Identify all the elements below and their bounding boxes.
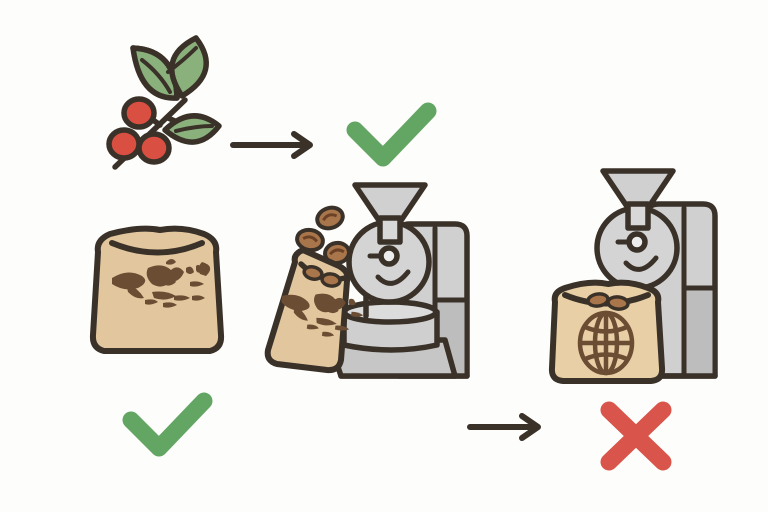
globe-parallel-top	[584, 324, 628, 334]
sack-bean-2	[320, 272, 342, 288]
sack-bean-1	[302, 265, 324, 281]
coffee-roaster-icon	[594, 168, 718, 379]
indonesia-map-emblem	[281, 293, 364, 337]
coffee-roaster-icon	[326, 182, 470, 379]
indonesia-map-emblem	[112, 259, 211, 308]
leaf-vein-3	[174, 124, 214, 133]
roaster-drum-smile	[375, 269, 411, 286]
roaster-chute	[625, 201, 651, 231]
cherry-1	[121, 96, 157, 130]
cherry-3	[136, 131, 172, 165]
arrow-right-icon	[230, 131, 313, 159]
cross-mark-icon	[600, 401, 672, 471]
sack-mouth-fold	[109, 240, 205, 256]
sack-body	[89, 225, 225, 354]
tilted-sack-icon	[264, 247, 364, 374]
globe-meridian	[592, 310, 620, 376]
coffee-bean-1	[315, 205, 345, 231]
globe-parallel-bottom	[584, 352, 628, 362]
coffee-branch-icon	[106, 35, 222, 170]
check-mark-icon	[346, 102, 437, 167]
check-mark-icon	[122, 392, 213, 457]
roaster-chute	[377, 215, 403, 245]
roaster-panel	[681, 285, 718, 379]
roaster-drum-smile	[623, 255, 659, 272]
burlap-sack-map-icon	[89, 225, 225, 354]
globe-emblem	[577, 310, 635, 376]
arrow-right-icon	[467, 413, 541, 441]
globe-sack-icon	[548, 279, 666, 384]
sack-bean-1	[586, 292, 610, 308]
sack-beans	[586, 292, 630, 311]
tilted-sack-beans	[302, 265, 342, 288]
leaf-upper-right	[169, 35, 209, 99]
cross-stroke-2	[600, 401, 672, 471]
leaf-vein-1	[140, 58, 172, 94]
leaf-vein-2	[166, 46, 198, 74]
sack-bean-2	[606, 295, 630, 311]
